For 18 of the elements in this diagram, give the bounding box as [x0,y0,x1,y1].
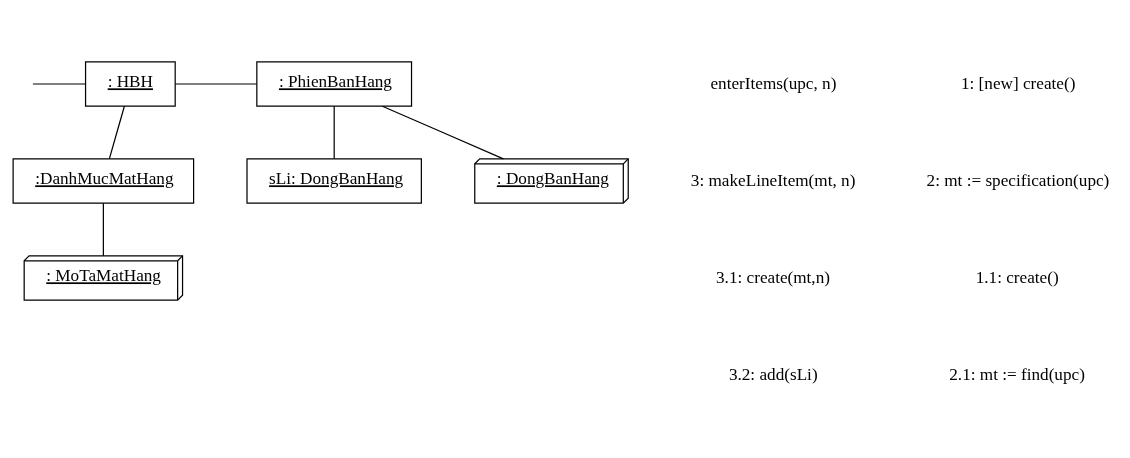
label: 1: [new] create() [960,73,1076,93]
label: 2: mt := specification(upc) [926,170,1110,190]
label: 3: makeLineItem(mt, n) [690,170,856,190]
connector [108,105,125,159]
connector [333,105,335,159]
label: enterItems(upc, n) [710,73,837,93]
node-box: :DanhMucMatHang [12,157,195,204]
label: 3.1: create(mt,n) [716,267,830,287]
connector [174,82,258,85]
connector [32,82,87,85]
node-box: : HBH [84,60,176,107]
connector [102,202,104,256]
connector [381,105,504,159]
label: 2.1: mt := find(upc) [949,364,1085,384]
node-box: : PhienBanHang [256,60,413,107]
node-box: sLi: DongBanHang [246,157,422,204]
label: 1.1: create() [975,267,1059,287]
label: 3.2: add(sLi) [728,364,818,384]
